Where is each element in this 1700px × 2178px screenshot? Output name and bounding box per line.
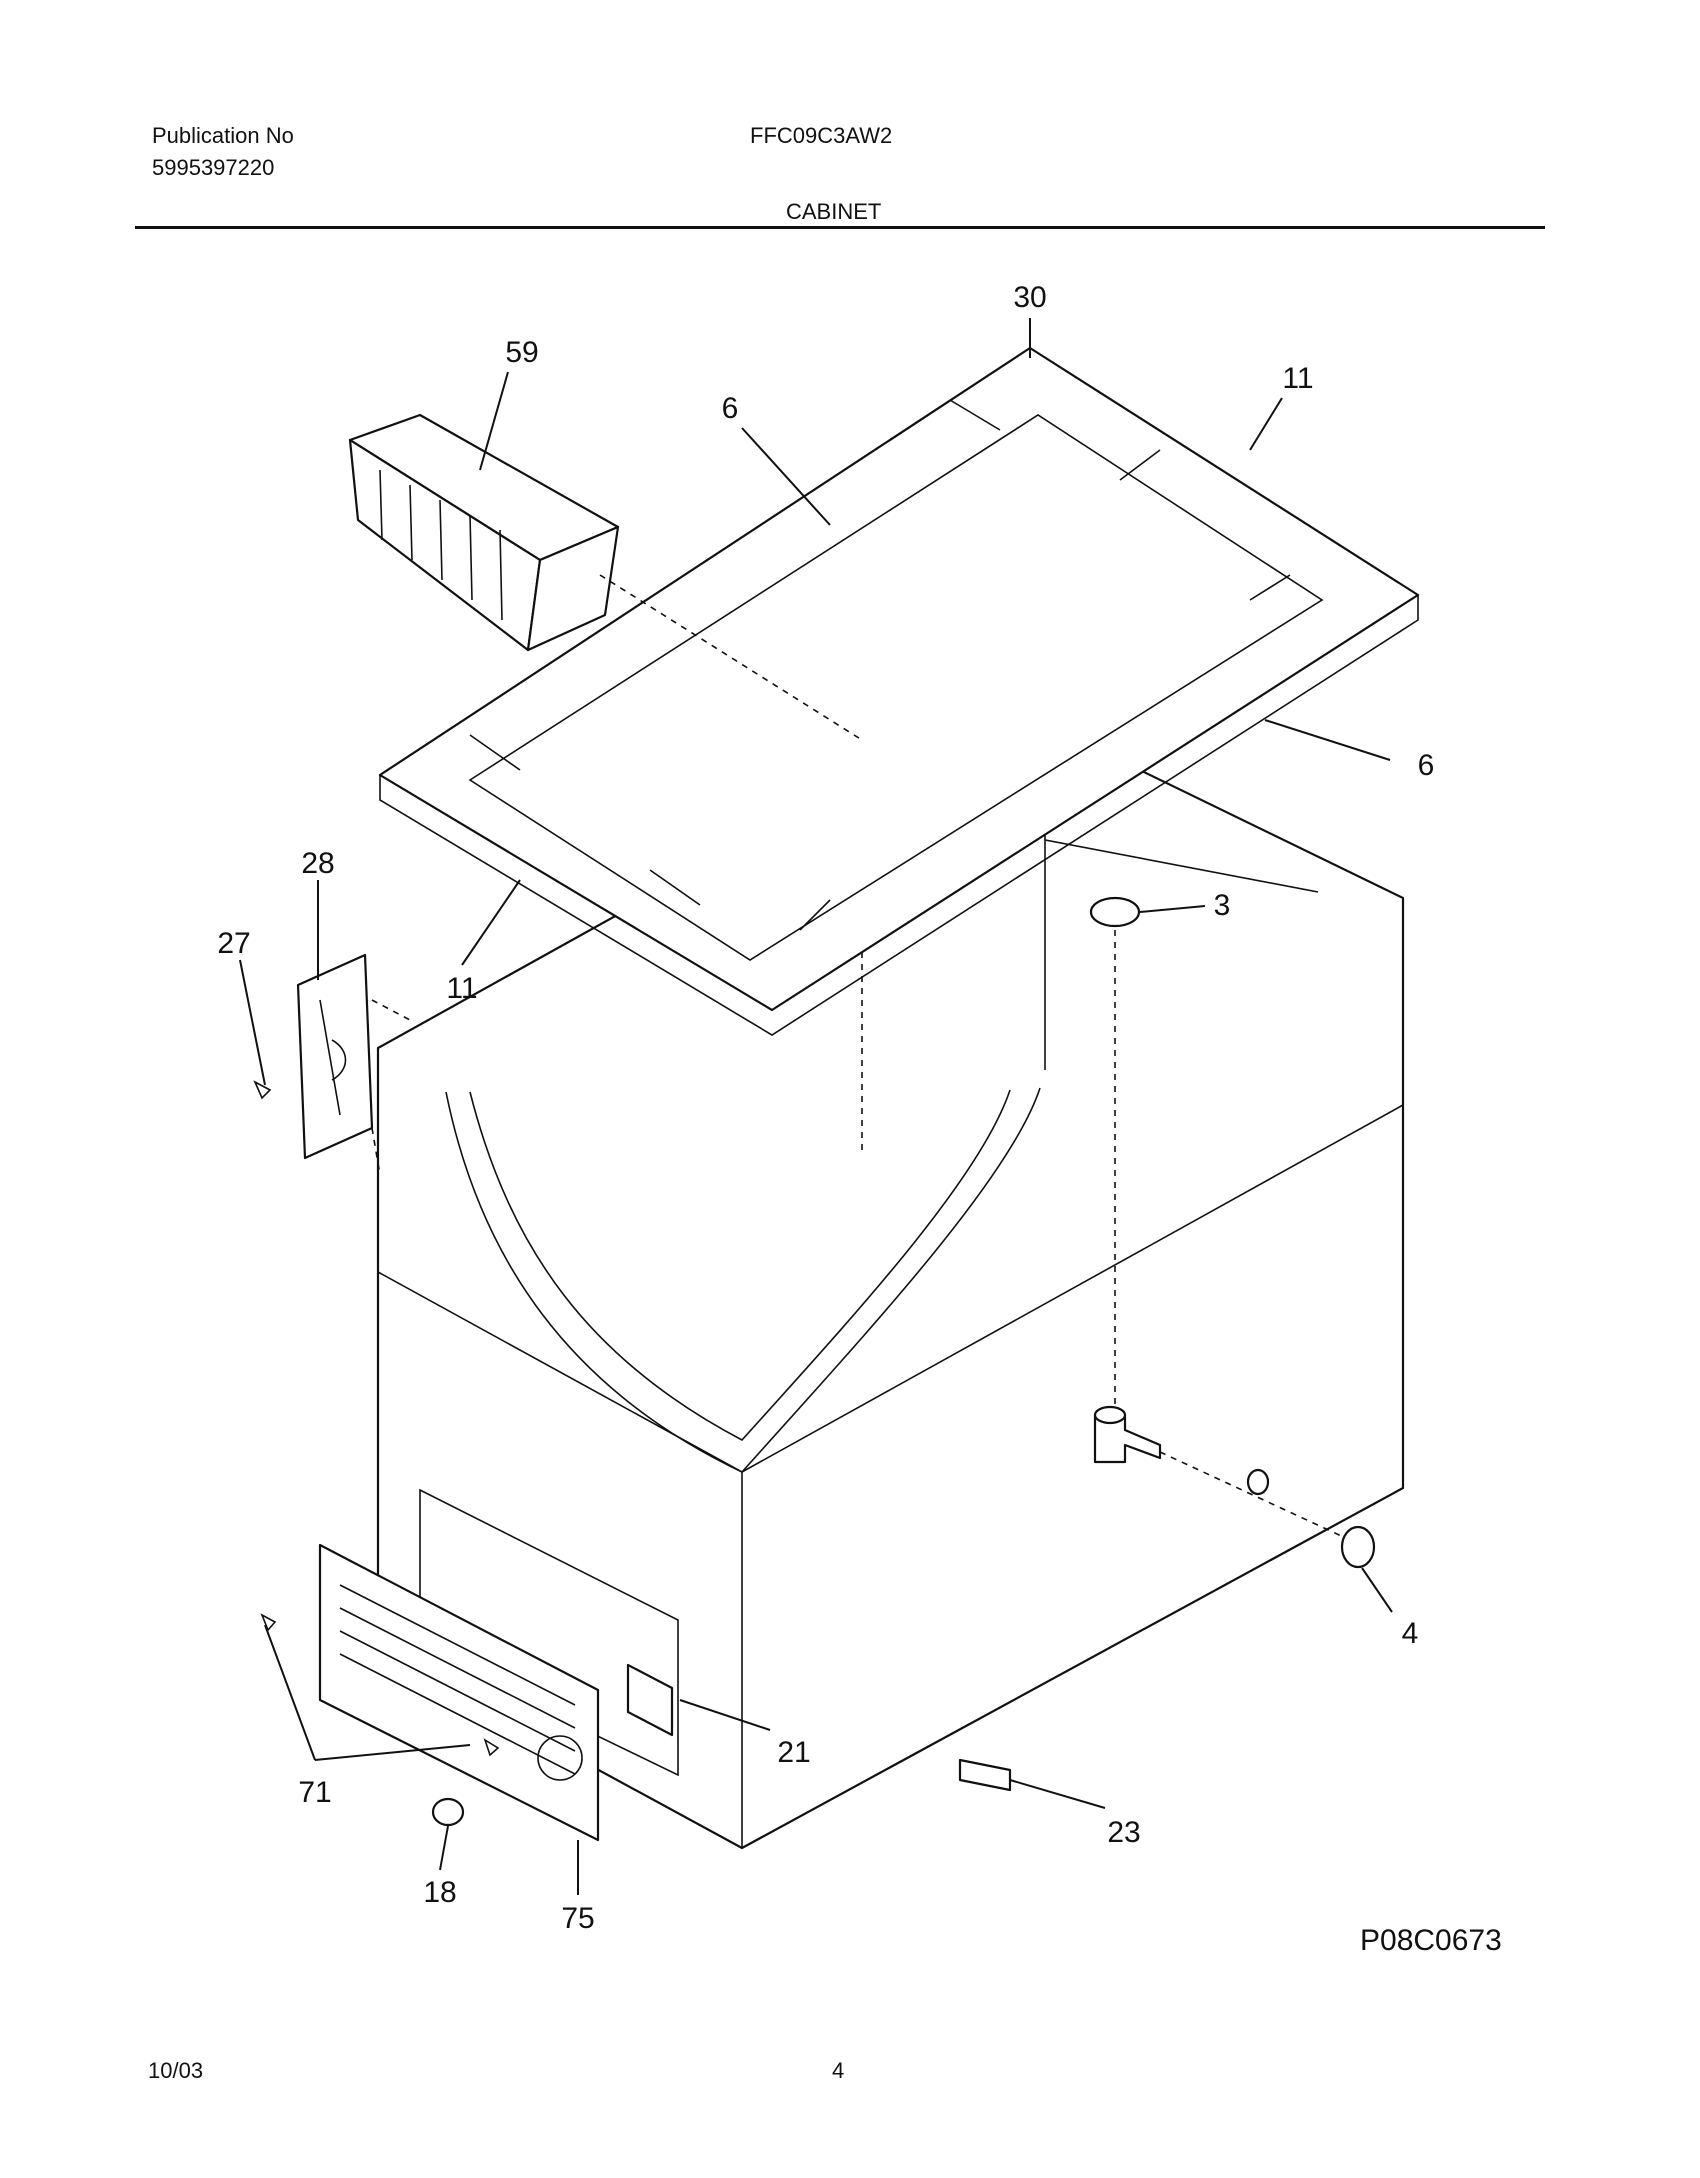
callout-59: 59	[505, 336, 538, 369]
leader-lines	[239, 318, 1393, 1895]
access-grille	[318, 1543, 600, 1842]
model-number: FFC09C3AW2	[750, 123, 893, 148]
drain-cap	[1340, 1525, 1376, 1569]
drain-plug	[1089, 896, 1141, 928]
callout-23: 23	[1107, 1816, 1140, 1849]
callout-21: 21	[777, 1736, 810, 1769]
figure-code: P08C0673	[1360, 1924, 1502, 1957]
grille-screws	[260, 1613, 500, 1757]
hinge-screw	[253, 1080, 272, 1100]
drain-tube	[1093, 1405, 1351, 1541]
footer-date: 10/03	[148, 2058, 204, 2083]
section-title: CABINET	[786, 199, 882, 224]
callout-28: 28	[301, 847, 334, 880]
callout-30: 30	[1013, 281, 1046, 314]
callout-labels: 30 59 6 11 6 3 28 27 11 4 21 71 23 18 75	[217, 281, 1434, 1935]
callout-71: 71	[298, 1776, 331, 1809]
publication-number: 5995397220	[152, 155, 275, 180]
callout-4: 4	[1402, 1617, 1419, 1650]
page-number: 4	[832, 2058, 845, 2083]
callout-6-right: 6	[1418, 749, 1435, 782]
callout-27: 27	[217, 927, 250, 960]
callout-11-left: 11	[446, 972, 477, 1005]
control-knob	[431, 1797, 465, 1827]
lid-hinge	[296, 953, 411, 1176]
callout-11-top: 11	[1282, 362, 1313, 395]
header-rule	[135, 226, 1545, 229]
callout-75: 75	[561, 1902, 594, 1935]
power-cord-bracket	[958, 1758, 1012, 1792]
publication-label: Publication No	[152, 123, 294, 148]
temperature-control	[626, 1663, 674, 1737]
callout-3: 3	[1214, 889, 1231, 922]
storage-basket	[348, 413, 863, 741]
callout-6-top: 6	[722, 392, 739, 425]
callout-18: 18	[423, 1876, 456, 1909]
cabinet-body	[376, 470, 1405, 1850]
breaker-frame	[378, 346, 1420, 1036]
